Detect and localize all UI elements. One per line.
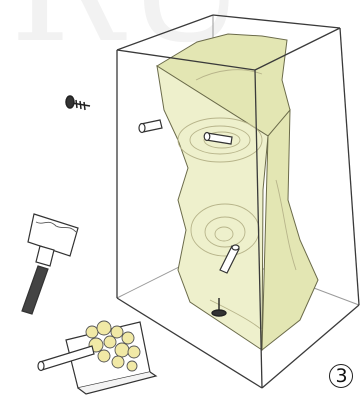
wood-panel-icon [139,34,318,350]
screw-icon [66,96,90,110]
step-number-badge: 3 [329,364,355,390]
putty-knife-icon [22,214,78,314]
step-number: 3 [329,364,354,389]
tray-icon [38,321,156,394]
